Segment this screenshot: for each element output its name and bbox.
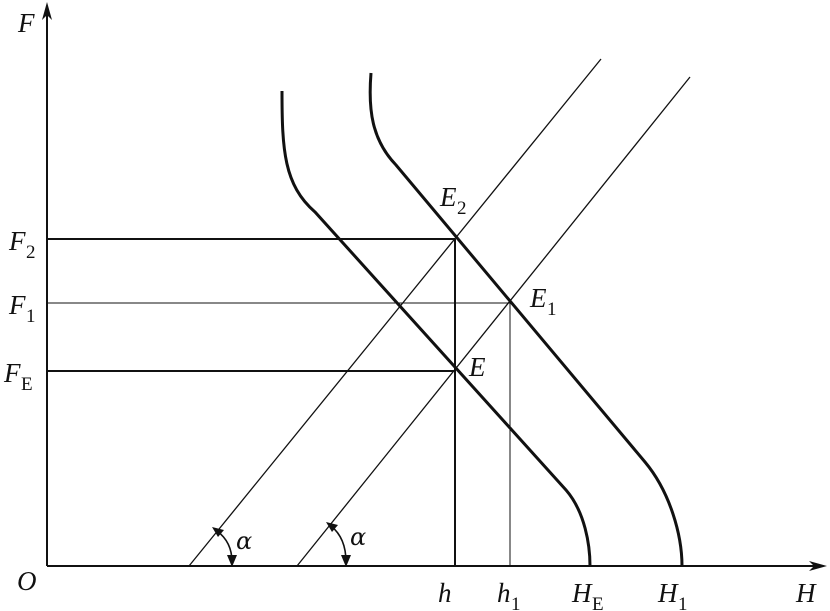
svg-text:1: 1 bbox=[678, 594, 688, 611]
svg-text:H: H bbox=[657, 578, 679, 608]
svg-text:2: 2 bbox=[26, 242, 36, 263]
svg-text:E: E bbox=[468, 352, 486, 382]
x-axis-arrow bbox=[809, 561, 827, 571]
svg-text:2: 2 bbox=[457, 198, 467, 219]
H1-tick-label: H 1 bbox=[657, 578, 688, 611]
angle-arc-left-tip2 bbox=[227, 555, 237, 567]
svg-text:F: F bbox=[8, 290, 26, 320]
h1-tick-label: h 1 bbox=[497, 578, 521, 611]
diagonal-line-left bbox=[188, 58, 602, 567]
svg-text:1: 1 bbox=[547, 299, 557, 320]
svg-text:1: 1 bbox=[26, 306, 36, 327]
svg-text:E: E bbox=[439, 182, 457, 212]
svg-text:F: F bbox=[8, 226, 26, 256]
x-axis-label: H bbox=[795, 578, 817, 608]
curve-h1 bbox=[368, 72, 684, 567]
point-e-label: E bbox=[468, 352, 486, 382]
f1-tick-label: F 1 bbox=[8, 290, 36, 327]
alpha-label-left: α bbox=[236, 527, 252, 555]
y-axis-arrow bbox=[42, 2, 52, 20]
y-axis-label: F bbox=[17, 8, 35, 38]
svg-text:h: h bbox=[438, 578, 452, 608]
svg-text:E: E bbox=[21, 374, 33, 395]
fe-tick-label: F E bbox=[3, 358, 33, 395]
angle-arc-right-tip2 bbox=[341, 555, 351, 567]
angle-arc-left-tip1 bbox=[212, 527, 224, 537]
svg-text:E: E bbox=[529, 283, 547, 313]
curve-he bbox=[280, 90, 592, 567]
f2-tick-label: F 2 bbox=[8, 226, 36, 263]
angle-arc-right-tip1 bbox=[326, 522, 338, 532]
he-tick-label: H E bbox=[571, 578, 604, 611]
svg-text:h: h bbox=[497, 578, 511, 608]
origin-label: O bbox=[17, 566, 37, 596]
svg-text:F: F bbox=[3, 358, 21, 388]
svg-text:H: H bbox=[571, 578, 593, 608]
diagonal-line-right bbox=[296, 76, 691, 567]
point-e2-label: E 2 bbox=[439, 182, 467, 219]
svg-text:1: 1 bbox=[511, 594, 521, 611]
point-e1-label: E 1 bbox=[529, 283, 557, 320]
h-tick-label: h bbox=[438, 578, 452, 608]
svg-text:E: E bbox=[592, 594, 604, 611]
alpha-label-right: α bbox=[350, 523, 366, 551]
